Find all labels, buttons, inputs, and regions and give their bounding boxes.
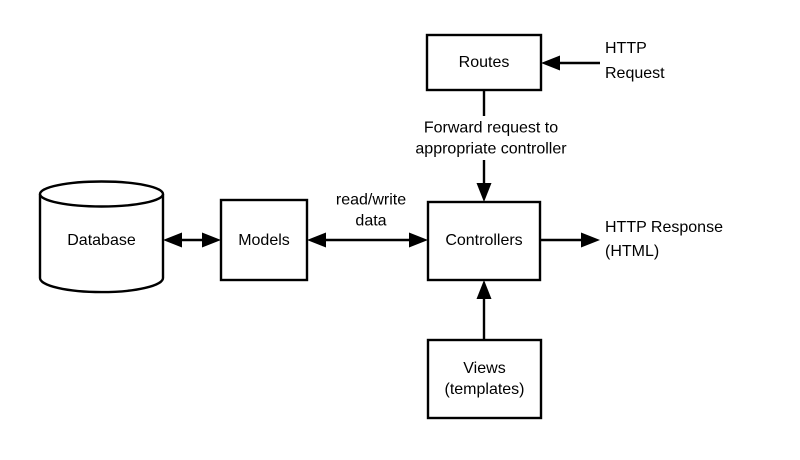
database-label: Database (67, 232, 136, 249)
node-views[interactable]: Views (templates) (426, 338, 543, 420)
routes-box (425, 33, 543, 92)
arrowhead-http-response (581, 232, 600, 248)
forward-request-line2: appropriate controller (415, 141, 567, 158)
http-request-line2: Request (605, 65, 665, 82)
label-http-request: HTTP Request (605, 40, 665, 82)
arrowhead-into-controllers-bottom (476, 280, 492, 299)
node-models[interactable]: Models (219, 198, 309, 282)
read-write-backdrop (319, 188, 423, 230)
edge-controllers-to-http-response (540, 232, 600, 248)
node-routes[interactable]: Routes (425, 33, 543, 92)
read-write-line2: data (355, 213, 386, 230)
arrowhead-into-models-right (307, 232, 326, 248)
edge-models-controllers (307, 232, 428, 248)
read-write-line1: read/write (336, 192, 406, 209)
routes-label: Routes (459, 54, 510, 71)
arrowhead-into-database (163, 232, 182, 248)
edge-http-request-to-routes (541, 55, 600, 71)
node-controllers[interactable]: Controllers (426, 200, 542, 282)
arrowhead-into-controllers-left (409, 232, 428, 248)
edge-views-to-controllers (476, 280, 492, 340)
label-read-write-data: read/write data (319, 188, 423, 230)
views-label-line1: Views (463, 360, 505, 377)
forward-request-backdrop (393, 116, 589, 160)
views-label-line2: (templates) (444, 381, 524, 398)
controllers-box (426, 200, 542, 282)
label-forward-request: Forward request to appropriate controlle… (393, 116, 589, 160)
http-request-line1: HTTP (605, 40, 647, 57)
database-cylinder-body (38, 194, 165, 294)
views-box (426, 338, 543, 420)
edge-database-models (163, 232, 221, 248)
node-database[interactable]: Database (38, 180, 165, 294)
arrowhead-into-models-left (202, 232, 221, 248)
label-http-response: HTTP Response (HTML) (605, 219, 723, 260)
controllers-label: Controllers (445, 232, 522, 249)
database-cylinder-top (38, 180, 165, 208)
http-response-line2: (HTML) (605, 243, 659, 260)
arrowhead-into-routes (541, 55, 560, 71)
http-response-line1: HTTP Response (605, 219, 723, 236)
forward-request-line1: Forward request to (424, 120, 558, 137)
models-label: Models (238, 232, 290, 249)
models-box (219, 198, 309, 282)
arrowhead-into-controllers-top (476, 183, 492, 202)
